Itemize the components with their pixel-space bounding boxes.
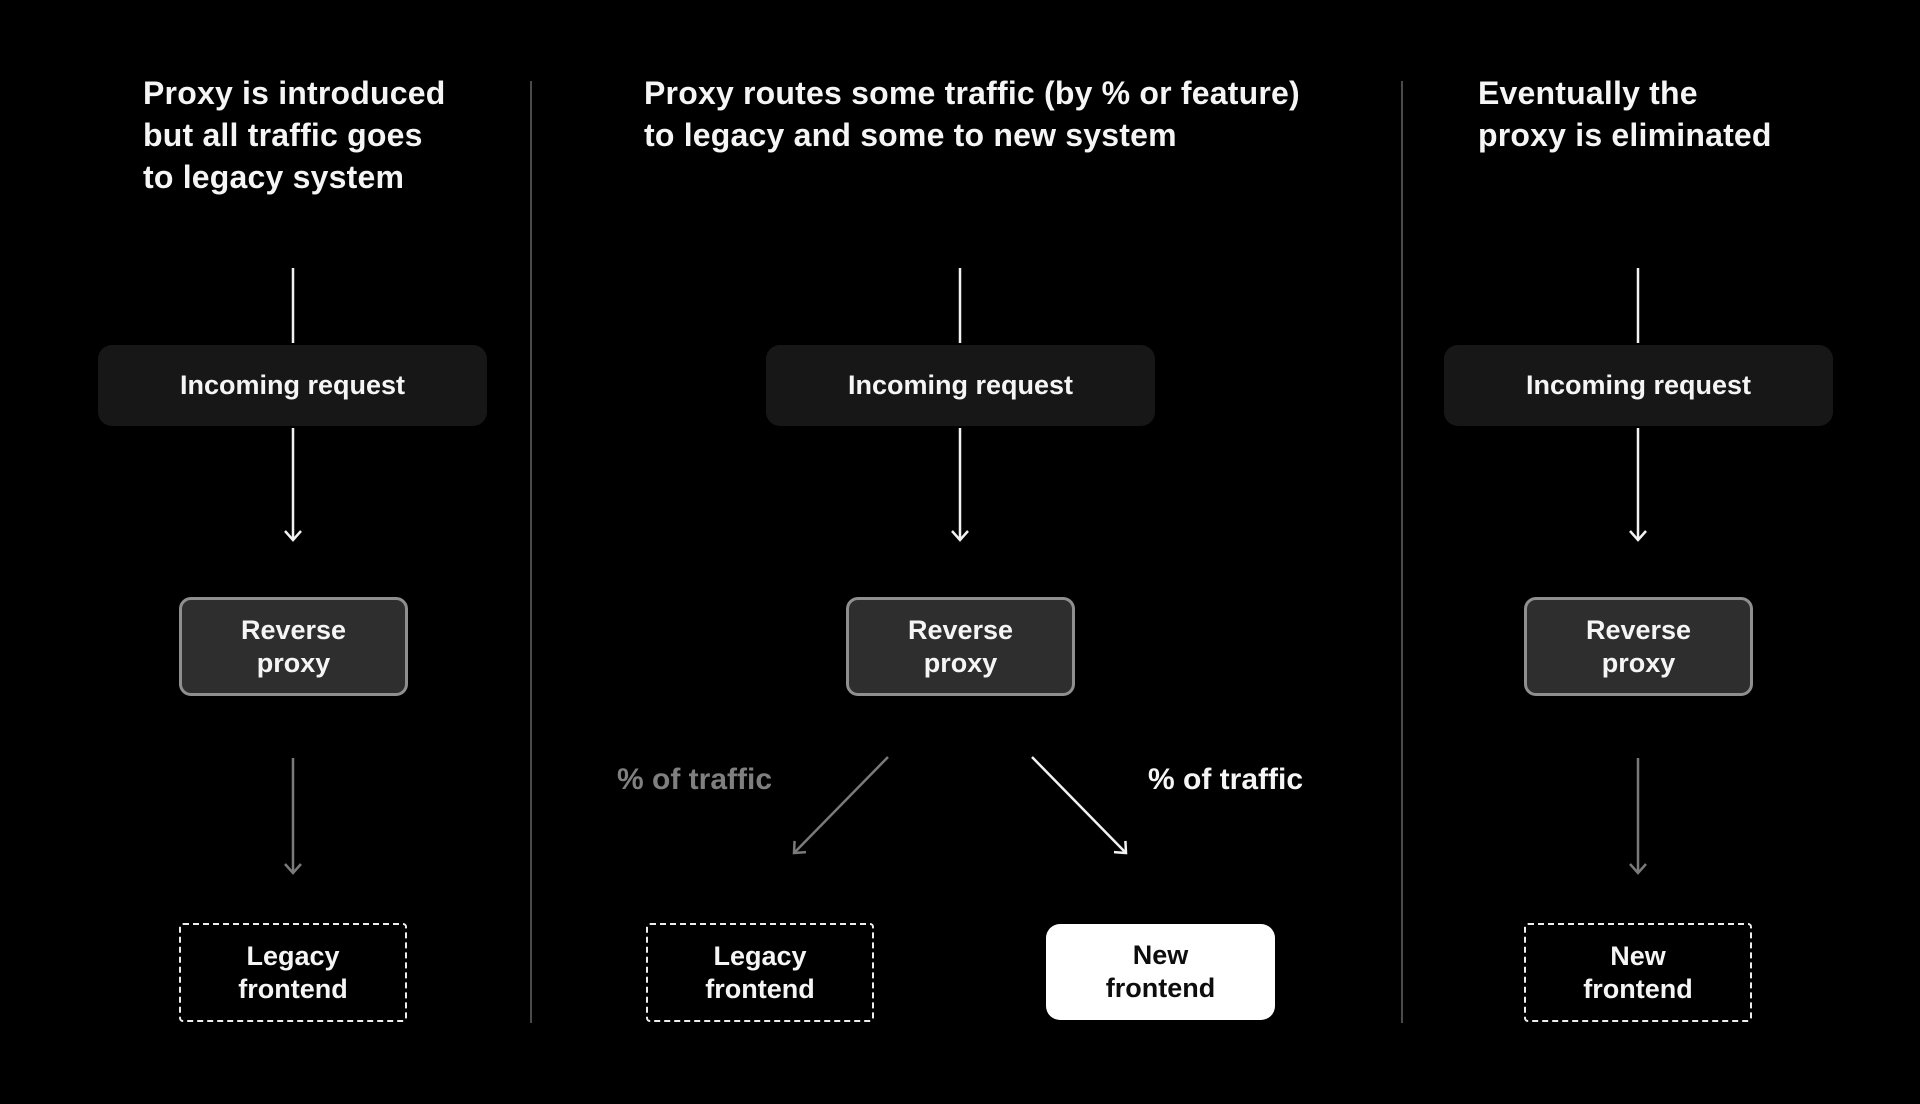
panel1-legacy-frontend-box: Legacy frontend (179, 923, 407, 1022)
panel2-incoming-request-box: Incoming request (766, 345, 1155, 426)
panel2-reverse-proxy-label-line2: proxy (923, 647, 998, 678)
panel1-title-line1: Proxy is introduced (143, 75, 446, 111)
panel1-legacy-frontend-label-line1: Legacy (246, 940, 340, 971)
arrow-proxy-to-legacy-panel2 (792, 756, 889, 855)
panel1-reverse-proxy-box: Reverse proxy (179, 597, 408, 696)
panel2-legacy-frontend-label-line2: frontend (705, 973, 815, 1004)
panel2-title-line1: Proxy routes some traffic (by % or featu… (644, 75, 1300, 111)
panel3-title-line2: proxy is eliminated (1478, 117, 1772, 153)
panel3-reverse-proxy-label-line1: Reverse (1585, 614, 1692, 645)
panel3-reverse-proxy-label-line2: proxy (1601, 647, 1676, 678)
panel2-incoming-request-label: Incoming request (847, 370, 1074, 400)
panel2-new-frontend-label-line1: New (1132, 940, 1189, 970)
arrow-proxy-to-new-panel2 (1031, 756, 1128, 855)
panel1-incoming-request-label: Incoming request (179, 370, 406, 400)
panel-divider-2 (1401, 81, 1403, 1023)
panel2-traffic-percent-label-left: % of traffic (617, 763, 773, 796)
panel1-reverse-proxy-label-line2: proxy (256, 647, 331, 678)
panel-divider-1 (530, 81, 532, 1023)
panel1-title: Proxy is introduced but all traffic goes… (143, 72, 446, 198)
panel2-traffic-percent-label-right: % of traffic (1148, 763, 1304, 796)
panel3-new-frontend-label-line2: frontend (1583, 973, 1693, 1004)
panel3-incoming-request-box: Incoming request (1444, 345, 1833, 426)
panel2-reverse-proxy-label-line1: Reverse (907, 614, 1014, 645)
panel2-legacy-frontend-label-line1: Legacy (713, 940, 807, 971)
panel3-title: Eventually the proxy is eliminated (1478, 72, 1772, 156)
panel1-title-line2: but all traffic goes (143, 117, 423, 153)
panel2-new-frontend-label-line2: frontend (1105, 973, 1216, 1003)
panel2-title: Proxy routes some traffic (by % or featu… (644, 72, 1300, 156)
panel3-new-frontend-box: New frontend (1524, 923, 1752, 1022)
panel3-title-line1: Eventually the (1478, 75, 1698, 111)
panel3-incoming-request-label: Incoming request (1525, 370, 1752, 400)
panel1-reverse-proxy-label-line1: Reverse (240, 614, 347, 645)
panel2-reverse-proxy-box: Reverse proxy (846, 597, 1075, 696)
panel2-title-line2: to legacy and some to new system (644, 117, 1177, 153)
panel2-new-frontend-box: New frontend (1046, 924, 1275, 1020)
panel2-legacy-frontend-box: Legacy frontend (646, 923, 874, 1022)
panel3-new-frontend-label-line1: New (1610, 940, 1666, 971)
panel1-title-line3: to legacy system (143, 159, 405, 195)
panel1-incoming-request-box: Incoming request (98, 345, 487, 426)
panel3-reverse-proxy-box: Reverse proxy (1524, 597, 1753, 696)
panel1-legacy-frontend-label-line2: frontend (238, 973, 348, 1004)
